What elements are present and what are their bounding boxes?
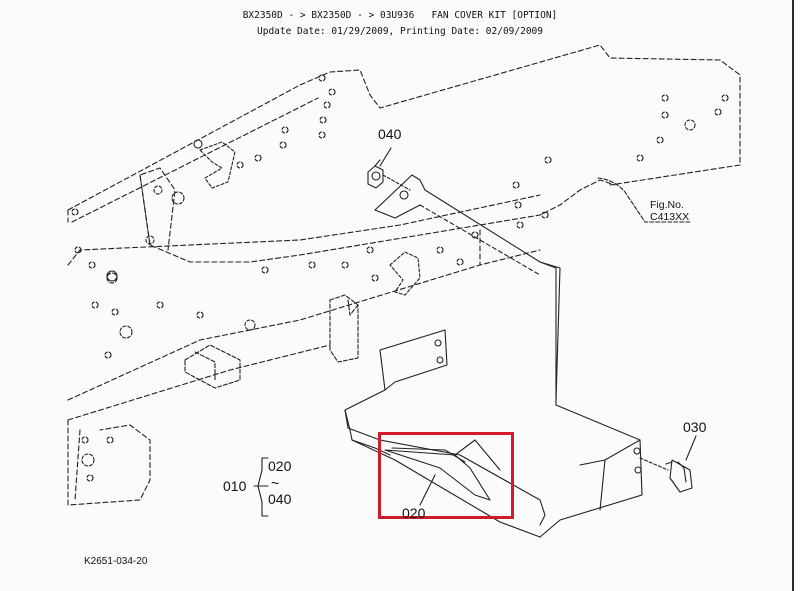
fig-no-value: C413XX: [650, 211, 690, 223]
highlight-box-part-020: [378, 432, 514, 519]
diagram-header: BX2350D - > BX2350D - > 03U936 FAN COVER…: [0, 8, 800, 40]
part-010-group-bracket: [253, 457, 269, 517]
callout-010[interactable]: 010: [223, 478, 247, 494]
callout-030[interactable]: 030: [683, 419, 707, 435]
figure-number[interactable]: Fig.No. C413XX: [650, 199, 689, 223]
frame-brackets: [106, 272, 359, 389]
hardware-nut-on-frame: [106, 139, 203, 282]
page-border-right: [792, 0, 794, 591]
drawing-code: K2651-034-20: [84, 556, 148, 567]
frame-rail-lower-holes: [74, 231, 479, 482]
callout-range-start-020[interactable]: 020: [268, 458, 292, 474]
header-dates: Update Date: 01/29/2009, Printing Date: …: [257, 26, 543, 37]
fig-no-label: Fig.No.: [650, 199, 684, 211]
part-030-bolt: [639, 435, 697, 493]
part-020-leader: [419, 474, 436, 506]
callout-range-tilde: ~: [271, 475, 280, 491]
callout-020[interactable]: 020: [402, 505, 426, 521]
part-040-nut: [367, 147, 411, 191]
callout-040[interactable]: 040: [378, 126, 402, 142]
fig-no-leader: [597, 177, 691, 223]
fan-cover-part-020: [344, 261, 643, 538]
header-breadcrumb: BX2350D - > BX2350D - > 03U936 FAN COVER…: [242, 10, 558, 21]
frame-rail-upper: [67, 44, 741, 263]
callout-range-end-040[interactable]: 040: [268, 491, 292, 507]
frame-rail-upper-holes: [71, 74, 729, 245]
fan-cover-mount-arm: [374, 174, 557, 406]
frame-rail-lower: [67, 194, 541, 506]
